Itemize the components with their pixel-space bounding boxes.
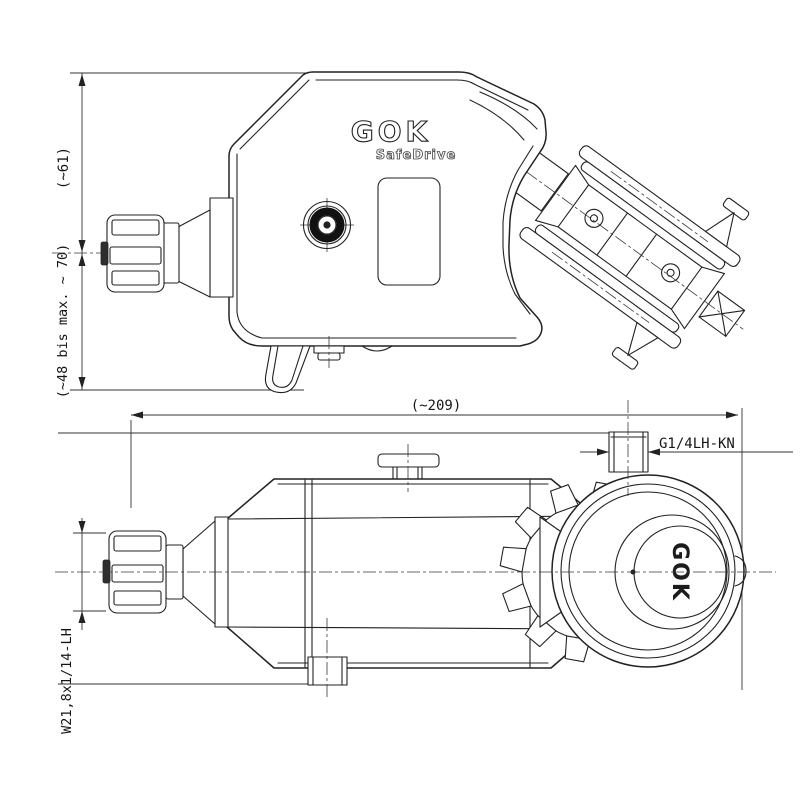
outlet-thread-label: G1/4LH-KN [659, 436, 735, 452]
inlet-collar [162, 222, 180, 284]
product-logo: SafeDrive [376, 148, 457, 163]
inlet-boss [209, 197, 234, 298]
clamp-screw-icon [661, 263, 681, 283]
diaphragm-chamber-end-view: GOK [551, 474, 747, 668]
dimension-overall-length: (~209) [58, 398, 743, 690]
clamp-screw-icon [584, 208, 604, 228]
mounting-ear [705, 212, 735, 248]
neck-collar-line [479, 91, 538, 130]
regulator-body-side [228, 71, 547, 394]
dimension-outlet-thread: G1/4LH-KN [580, 436, 793, 456]
body-outline [228, 71, 547, 347]
dimension-heights: (~61) (~48 bis max. ~ 70) [55, 72, 313, 398]
t-handle [377, 444, 440, 492]
back-rim-inner [534, 224, 680, 333]
dim-lower-height-label: (~48 bis max. ~ 70) [55, 244, 71, 398]
dial-center [323, 221, 331, 229]
inlet-seal-plan [102, 559, 111, 584]
brand-logo: GOK [351, 115, 431, 148]
inlet-seal [100, 241, 109, 266]
dimension-inlet-thread: W21,8x1/14-LH [59, 518, 106, 734]
test-point-dial [300, 198, 354, 252]
side-nub [734, 555, 747, 587]
inlet-cone-plan [182, 520, 216, 625]
dial-ring [309, 207, 345, 243]
front-rim-inner [580, 161, 726, 270]
inlet-coupling-side [100, 197, 234, 298]
bottom-port [307, 618, 348, 700]
inlet-thread-label: W21,8x1/14-LH [59, 628, 75, 734]
label-panel [377, 177, 441, 286]
inlet-cone [177, 209, 211, 298]
dim-overall-length-label: (~209) [411, 398, 462, 414]
regulator-body-plan [226, 478, 597, 669]
t-handle-cap [377, 453, 440, 468]
outlet-port-plan [608, 400, 649, 496]
mounting-ear [627, 321, 659, 356]
bottom-bump [361, 345, 393, 352]
dim-upper-height-label: (~61) [56, 147, 72, 189]
